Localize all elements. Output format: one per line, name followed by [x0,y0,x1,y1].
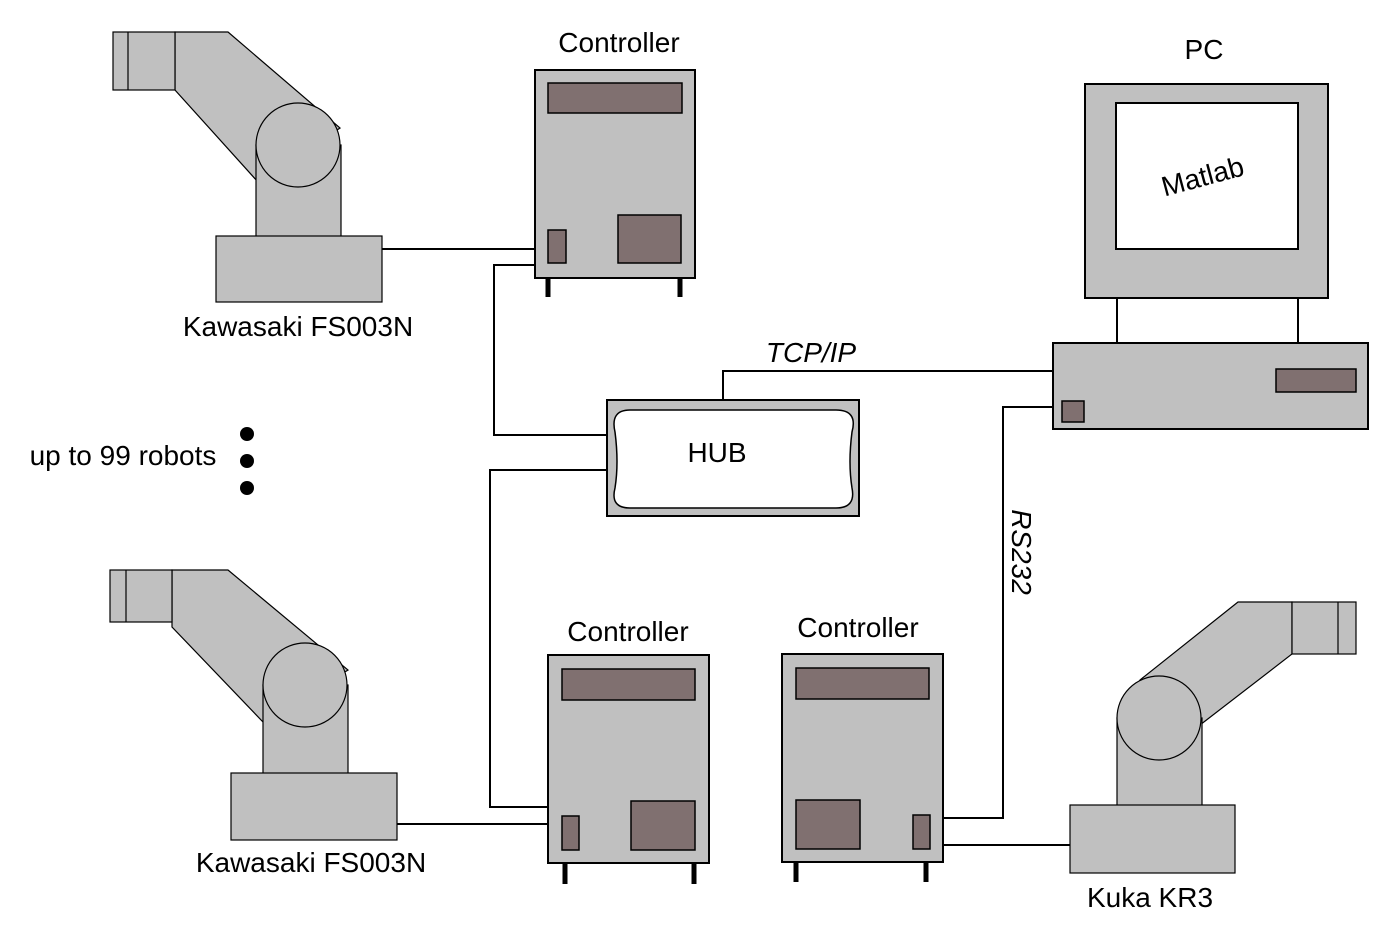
robot-base [1069,804,1236,874]
controller-top [534,69,696,297]
controller-panel [795,799,861,850]
robot-kawasaki-bottom [109,569,398,841]
wire-controller1-hub [493,264,607,436]
wire-hub-controller2 [489,469,607,808]
controller-label-top: Controller [558,27,679,58]
pc [1052,83,1369,430]
controller-port [912,814,931,850]
dot [240,481,254,495]
controller-display [547,82,683,114]
controller-panel [617,214,682,264]
tcpip-label: TCP/IP [766,337,857,368]
controller-label-bottom-left: Controller [567,616,688,647]
robot-gripper [1291,601,1357,655]
hub [606,399,860,517]
controller-display [795,667,930,700]
robot-label-top: Kawasaki FS003N [183,311,413,342]
robot-gripper [112,31,176,91]
controller-bottom-right [781,653,944,882]
controller-label-bottom-right: Controller [797,612,918,643]
robot-label-kuka: Kuka KR3 [1087,882,1213,913]
ellipsis-dots [240,427,254,495]
pc-screen [1115,102,1299,250]
dot [240,427,254,441]
dot [240,454,254,468]
robot-kuka [1069,601,1357,874]
robot-joint [1116,675,1202,761]
controller-port [561,815,580,851]
wire-hub-pc-tcpip [722,370,1053,400]
robot-base [230,772,398,841]
robot-kawasaki-top [112,31,383,303]
connection-wires [382,248,1070,846]
robot-joint [262,642,348,728]
hub-face [613,409,854,509]
controller-port [547,229,567,264]
rs232-label: RS232 [1006,509,1037,595]
robot-joint [255,102,341,188]
wire-pc-controller3-rs232 [943,406,1053,819]
robot-base [215,235,383,303]
pc-button [1061,400,1085,423]
pc-label: PC [1185,34,1224,65]
controller-display [561,668,696,701]
robot-count-label: up to 99 robots [30,440,217,471]
hub-label: HUB [687,437,746,468]
pc-drive-bay [1275,368,1357,393]
controller-panel [630,800,696,851]
robot-gripper [109,569,173,623]
controller-bottom-left [547,654,710,884]
robot-label-bottom: Kawasaki FS003N [196,847,426,878]
